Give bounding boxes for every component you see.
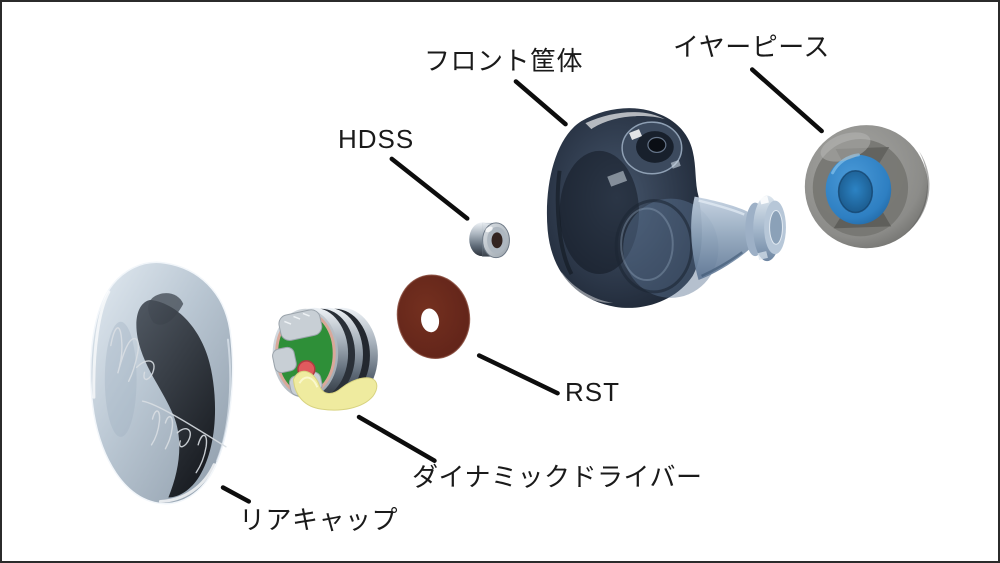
front-housing-part xyxy=(513,79,786,308)
rst-part xyxy=(396,274,471,360)
leader-line-rear-cap xyxy=(220,485,252,504)
label-earpiece: イヤーピース xyxy=(673,32,830,62)
leader-line-dynamic-driver xyxy=(356,414,437,463)
hdss-part xyxy=(389,156,510,259)
leader-line-hdss xyxy=(389,156,470,221)
label-hdss: HDSS xyxy=(338,124,415,154)
label-rear-cap: リアキャップ xyxy=(239,505,399,535)
label-rst: RST xyxy=(565,377,620,407)
leader-line-front-housing xyxy=(513,79,568,127)
dynamic-driver-part xyxy=(272,307,437,463)
label-front-housing: フロント筐体 xyxy=(424,46,584,76)
brand-signature-engraving xyxy=(110,327,227,474)
label-dynamic-driver: ダイナミックドライバー xyxy=(412,462,703,492)
rear-cap-part xyxy=(89,261,252,505)
leader-line-earpiece xyxy=(749,67,824,134)
earpiece-part xyxy=(749,67,930,249)
leader-line-rst xyxy=(476,353,560,396)
connector-socket xyxy=(621,121,683,175)
